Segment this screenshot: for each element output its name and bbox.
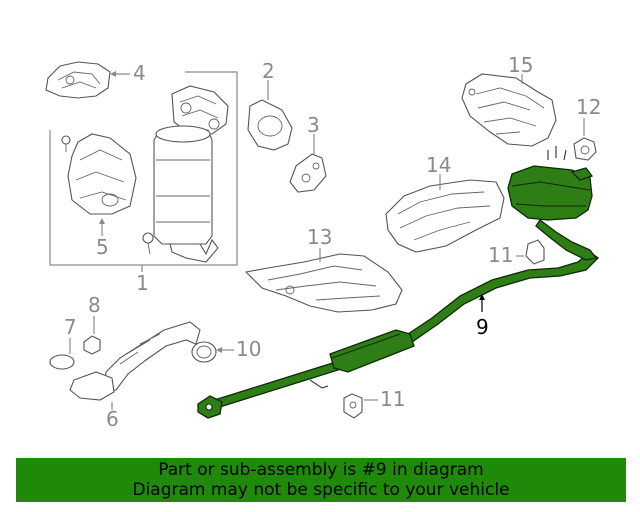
assembly-1-bracket bbox=[49, 71, 238, 266]
part-10-gasket[interactable] bbox=[191, 341, 217, 363]
callout-12: 12 bbox=[576, 95, 601, 119]
callout-4: 4 bbox=[133, 61, 146, 85]
callout-3: 3 bbox=[307, 113, 320, 137]
callout-2: 2 bbox=[262, 59, 275, 83]
callout-15: 15 bbox=[508, 53, 533, 77]
part-14-heat-shield[interactable] bbox=[385, 179, 505, 253]
part-7-gasket[interactable] bbox=[49, 354, 75, 370]
callout-6: 6 bbox=[106, 407, 119, 431]
part-9-exhaust-highlighted[interactable] bbox=[197, 146, 599, 419]
part-5-heat-shield[interactable] bbox=[67, 133, 137, 215]
part-12-mount[interactable] bbox=[573, 137, 597, 161]
bolt-converter bbox=[142, 232, 154, 255]
part-15-heat-shield[interactable] bbox=[461, 73, 557, 147]
bolt-small bbox=[61, 135, 71, 152]
part-2-gasket[interactable] bbox=[247, 99, 293, 151]
part-8-nut[interactable] bbox=[83, 335, 101, 355]
callout-7: 7 bbox=[64, 315, 77, 339]
callout-8: 8 bbox=[88, 293, 101, 317]
callout-5: 5 bbox=[96, 235, 109, 259]
banner-line-2: Diagram may not be specific to your vehi… bbox=[132, 480, 510, 500]
callout-11-lower: 11 bbox=[380, 387, 405, 411]
callout-13: 13 bbox=[307, 225, 332, 249]
part-6-front-pipe[interactable] bbox=[69, 321, 201, 401]
info-banner: Part or sub-assembly is #9 in diagram Di… bbox=[16, 458, 626, 502]
callout-10: 10 bbox=[236, 337, 261, 361]
part-1-converter[interactable] bbox=[153, 85, 229, 263]
part-4-heat-shield[interactable] bbox=[45, 61, 111, 99]
callout-1: 1 bbox=[136, 271, 149, 295]
callout-14: 14 bbox=[426, 153, 451, 177]
part-11-hanger-lower[interactable] bbox=[343, 393, 363, 419]
part-11-hanger-upper[interactable] bbox=[525, 239, 545, 265]
part-3-bracket[interactable] bbox=[289, 153, 327, 193]
part-13-heat-shield[interactable] bbox=[244, 253, 403, 313]
callout-9: 9 bbox=[476, 315, 489, 339]
banner-line-1: Part or sub-assembly is #9 in diagram bbox=[158, 460, 484, 480]
callout-11-upper: 11 bbox=[488, 243, 513, 267]
